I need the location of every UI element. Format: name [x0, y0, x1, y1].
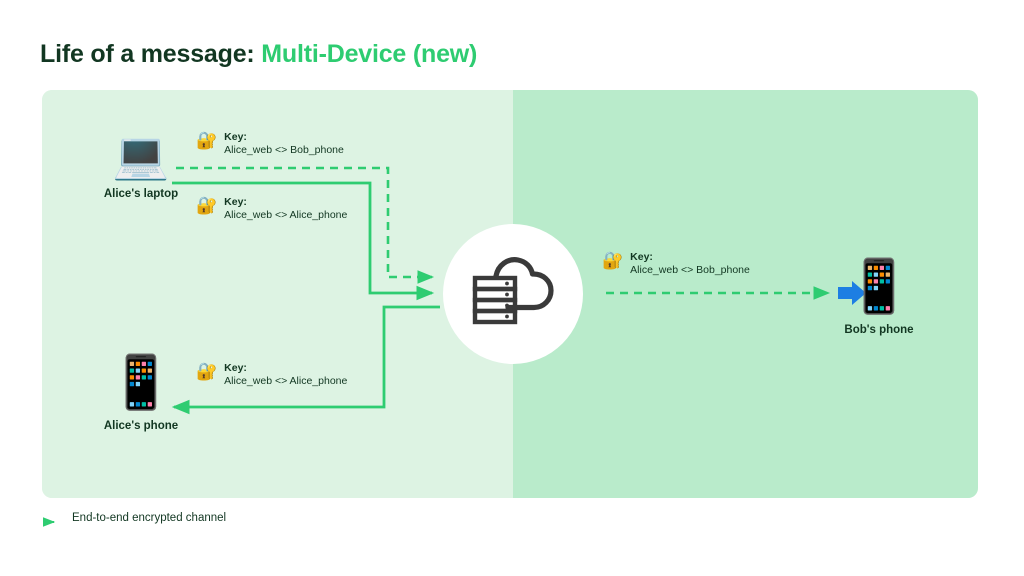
device-label-bobs-phone: Bob's phone [844, 324, 914, 336]
locked-with-key-icon: 🔐 [196, 131, 218, 150]
key-chip-alice-web-bob-phone-right: 🔐 Key: Alice_web <> Bob_phone [602, 251, 750, 277]
cloud-server-icon [472, 257, 554, 325]
server-bubble [443, 224, 583, 364]
locked-with-key-icon: 🔐 [196, 196, 218, 215]
mobile-phone-icon: 📱 [108, 354, 174, 412]
key-chip-alice-web-alice-phone-bottom: 🔐 Key: Alice_web <> Alice_phone [196, 362, 347, 388]
mobile-phone-icon: 📱 [846, 258, 912, 316]
device-label-alices-laptop: Alice's laptop [103, 188, 179, 200]
page-title-main: Life of a message: [40, 40, 262, 68]
legend-label: End-to-end encrypted channel [72, 512, 227, 524]
locked-with-key-icon: 🔐 [602, 251, 624, 270]
key-value: Alice_web <> Bob_phone [630, 263, 750, 276]
key-value: Alice_web <> Alice_phone [224, 374, 348, 387]
key-value: Alice_web <> Alice_phone [224, 208, 348, 221]
page-title: Life of a message: Multi-Device (new) [40, 40, 477, 69]
page-title-accent: Multi-Device (new) [261, 40, 478, 68]
device-alices-laptop: 💻 Alice's laptop [76, 128, 206, 200]
laptop-icon: 💻 [112, 129, 170, 181]
key-label: Key: [224, 362, 247, 374]
key-chip-alice-web-bob-phone-top: 🔐 Key: Alice_web <> Bob_phone [196, 131, 344, 157]
key-value: Alice_web <> Bob_phone [224, 143, 344, 156]
device-alices-phone: 📱 Alice's phone [76, 352, 206, 432]
legend: End-to-end encrypted channel [42, 512, 226, 524]
key-label: Key: [630, 251, 653, 263]
key-label: Key: [224, 196, 247, 208]
device-label-alices-phone: Alice's phone [103, 420, 179, 432]
key-label: Key: [224, 131, 247, 143]
key-chip-alice-web-alice-phone-top: 🔐 Key: Alice_web <> Alice_phone [196, 196, 347, 222]
device-bobs-phone: 📱 Bob's phone [814, 256, 944, 336]
locked-with-key-icon: 🔐 [196, 362, 218, 381]
